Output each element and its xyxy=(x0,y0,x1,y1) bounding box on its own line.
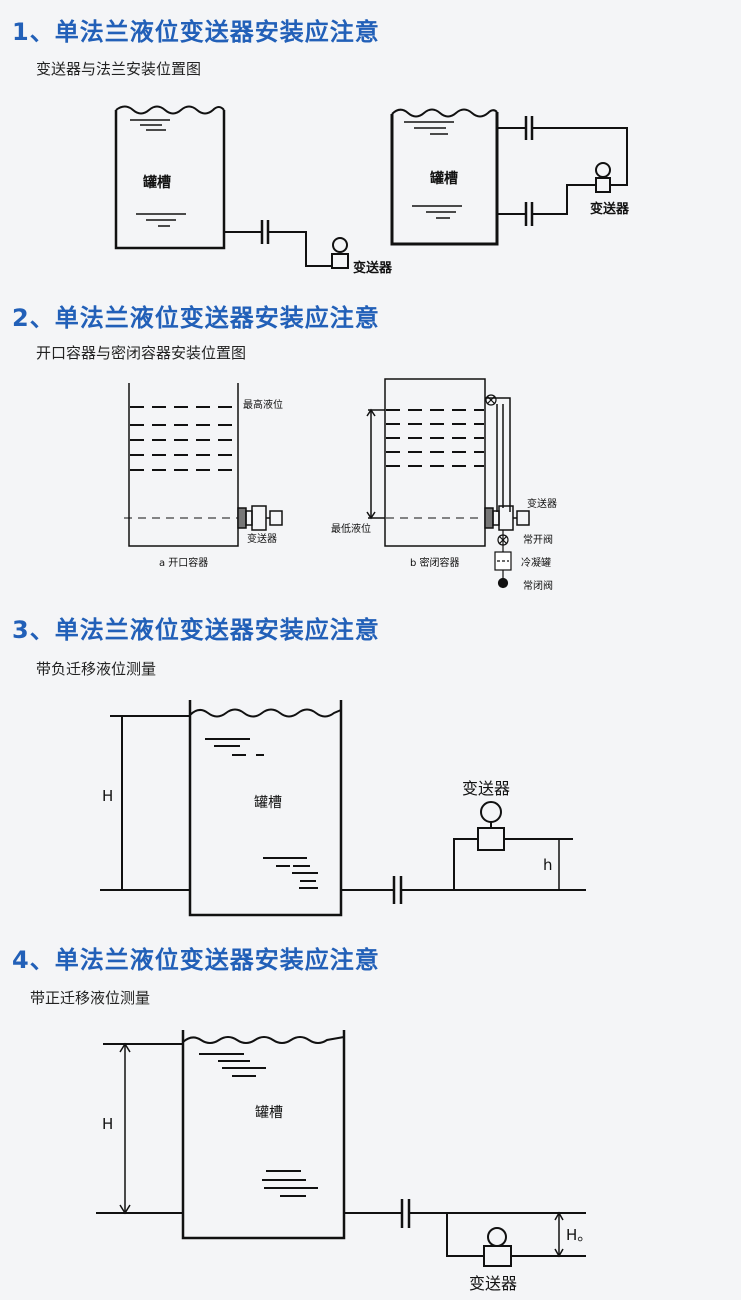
tank-3-liquid-surface xyxy=(189,708,342,718)
caption-b: b 密闭容器 xyxy=(410,556,460,569)
h-label: h xyxy=(543,856,553,874)
transmitter-left-icon xyxy=(331,237,349,269)
tank-4-body xyxy=(181,1030,346,1240)
normally-open-valve-label: 常开阀 xyxy=(523,533,553,546)
right-tank-liquid-surface xyxy=(391,108,498,118)
left-tank-liquid-surface xyxy=(115,105,225,115)
section-2-heading: 2、单法兰液位变送器安装应注意 xyxy=(12,304,380,332)
section-4-subtitle: 带正迁移液位测量 xyxy=(30,989,151,1007)
transmitter-a-icon xyxy=(237,505,283,531)
transmitter-4-icon xyxy=(483,1227,512,1267)
diagram-2: 最高液位 变送器 a 开口容器 最低液位 变送器 常开阀 冷凝罐 b 密闭容器 … xyxy=(124,378,557,592)
transmitter-a-label: 变送器 xyxy=(247,532,277,545)
condenser-icon xyxy=(494,551,512,571)
transmitter-b-icon xyxy=(484,505,530,531)
caption-a: a 开口容器 xyxy=(159,556,208,569)
normally-closed-valve-icon xyxy=(497,577,509,589)
section-2-subtitle: 开口容器与密闭容器安装位置图 xyxy=(36,344,247,362)
section-1-subtitle: 变送器与法兰安装位置图 xyxy=(36,60,202,78)
condenser-label: 冷凝罐 xyxy=(521,556,551,569)
diagram-3: H 罐槽 变送器 h xyxy=(100,700,586,917)
max-level-label: 最高液位 xyxy=(243,398,283,411)
normally-closed-valve-label: 常闭阀 xyxy=(523,579,553,592)
right-tank-label: 罐槽 xyxy=(429,170,458,187)
tank-3-body xyxy=(188,700,343,917)
transmitter-left-label: 变送器 xyxy=(353,260,393,276)
diagram-4: H 罐槽 变送器 H。 xyxy=(96,1030,592,1293)
H-label-3: H xyxy=(102,787,113,805)
section-3-subtitle: 带负迁移液位测量 xyxy=(36,660,157,678)
tank-4-label: 罐槽 xyxy=(255,1105,283,1121)
right-tank-body xyxy=(390,112,499,246)
transmitter-right-label: 变送器 xyxy=(590,201,630,217)
closed-container-body xyxy=(384,378,486,547)
section-3-heading: 3、单法兰液位变送器安装应注意 xyxy=(12,616,380,644)
transmitter-3-label: 变送器 xyxy=(462,779,510,798)
H-label-4: H xyxy=(102,1115,113,1133)
open-container-body xyxy=(128,383,239,547)
left-tank-label: 罐槽 xyxy=(142,174,171,191)
transmitter-4-label: 变送器 xyxy=(469,1274,517,1293)
tank-3-label: 罐槽 xyxy=(254,795,282,811)
section-4-heading: 4、单法兰液位变送器安装应注意 xyxy=(12,946,380,974)
H0-label: H。 xyxy=(566,1226,592,1244)
left-impulse-pipe xyxy=(268,231,332,267)
valve-top-icon xyxy=(485,394,497,406)
tank-4-liquid-surface xyxy=(182,1036,345,1044)
transmitter-right-icon xyxy=(595,162,611,193)
min-level-label: 最低液位 xyxy=(331,522,371,535)
left-tank-body xyxy=(114,110,226,250)
section-1-heading: 1、单法兰液位变送器安装应注意 xyxy=(12,18,380,46)
diagram-1: 罐槽 罐槽 变送器 变送器 xyxy=(114,105,630,276)
transmitter-b-label: 变送器 xyxy=(527,497,557,510)
normally-open-valve-icon xyxy=(497,534,509,546)
transmitter-3-icon xyxy=(477,801,505,851)
